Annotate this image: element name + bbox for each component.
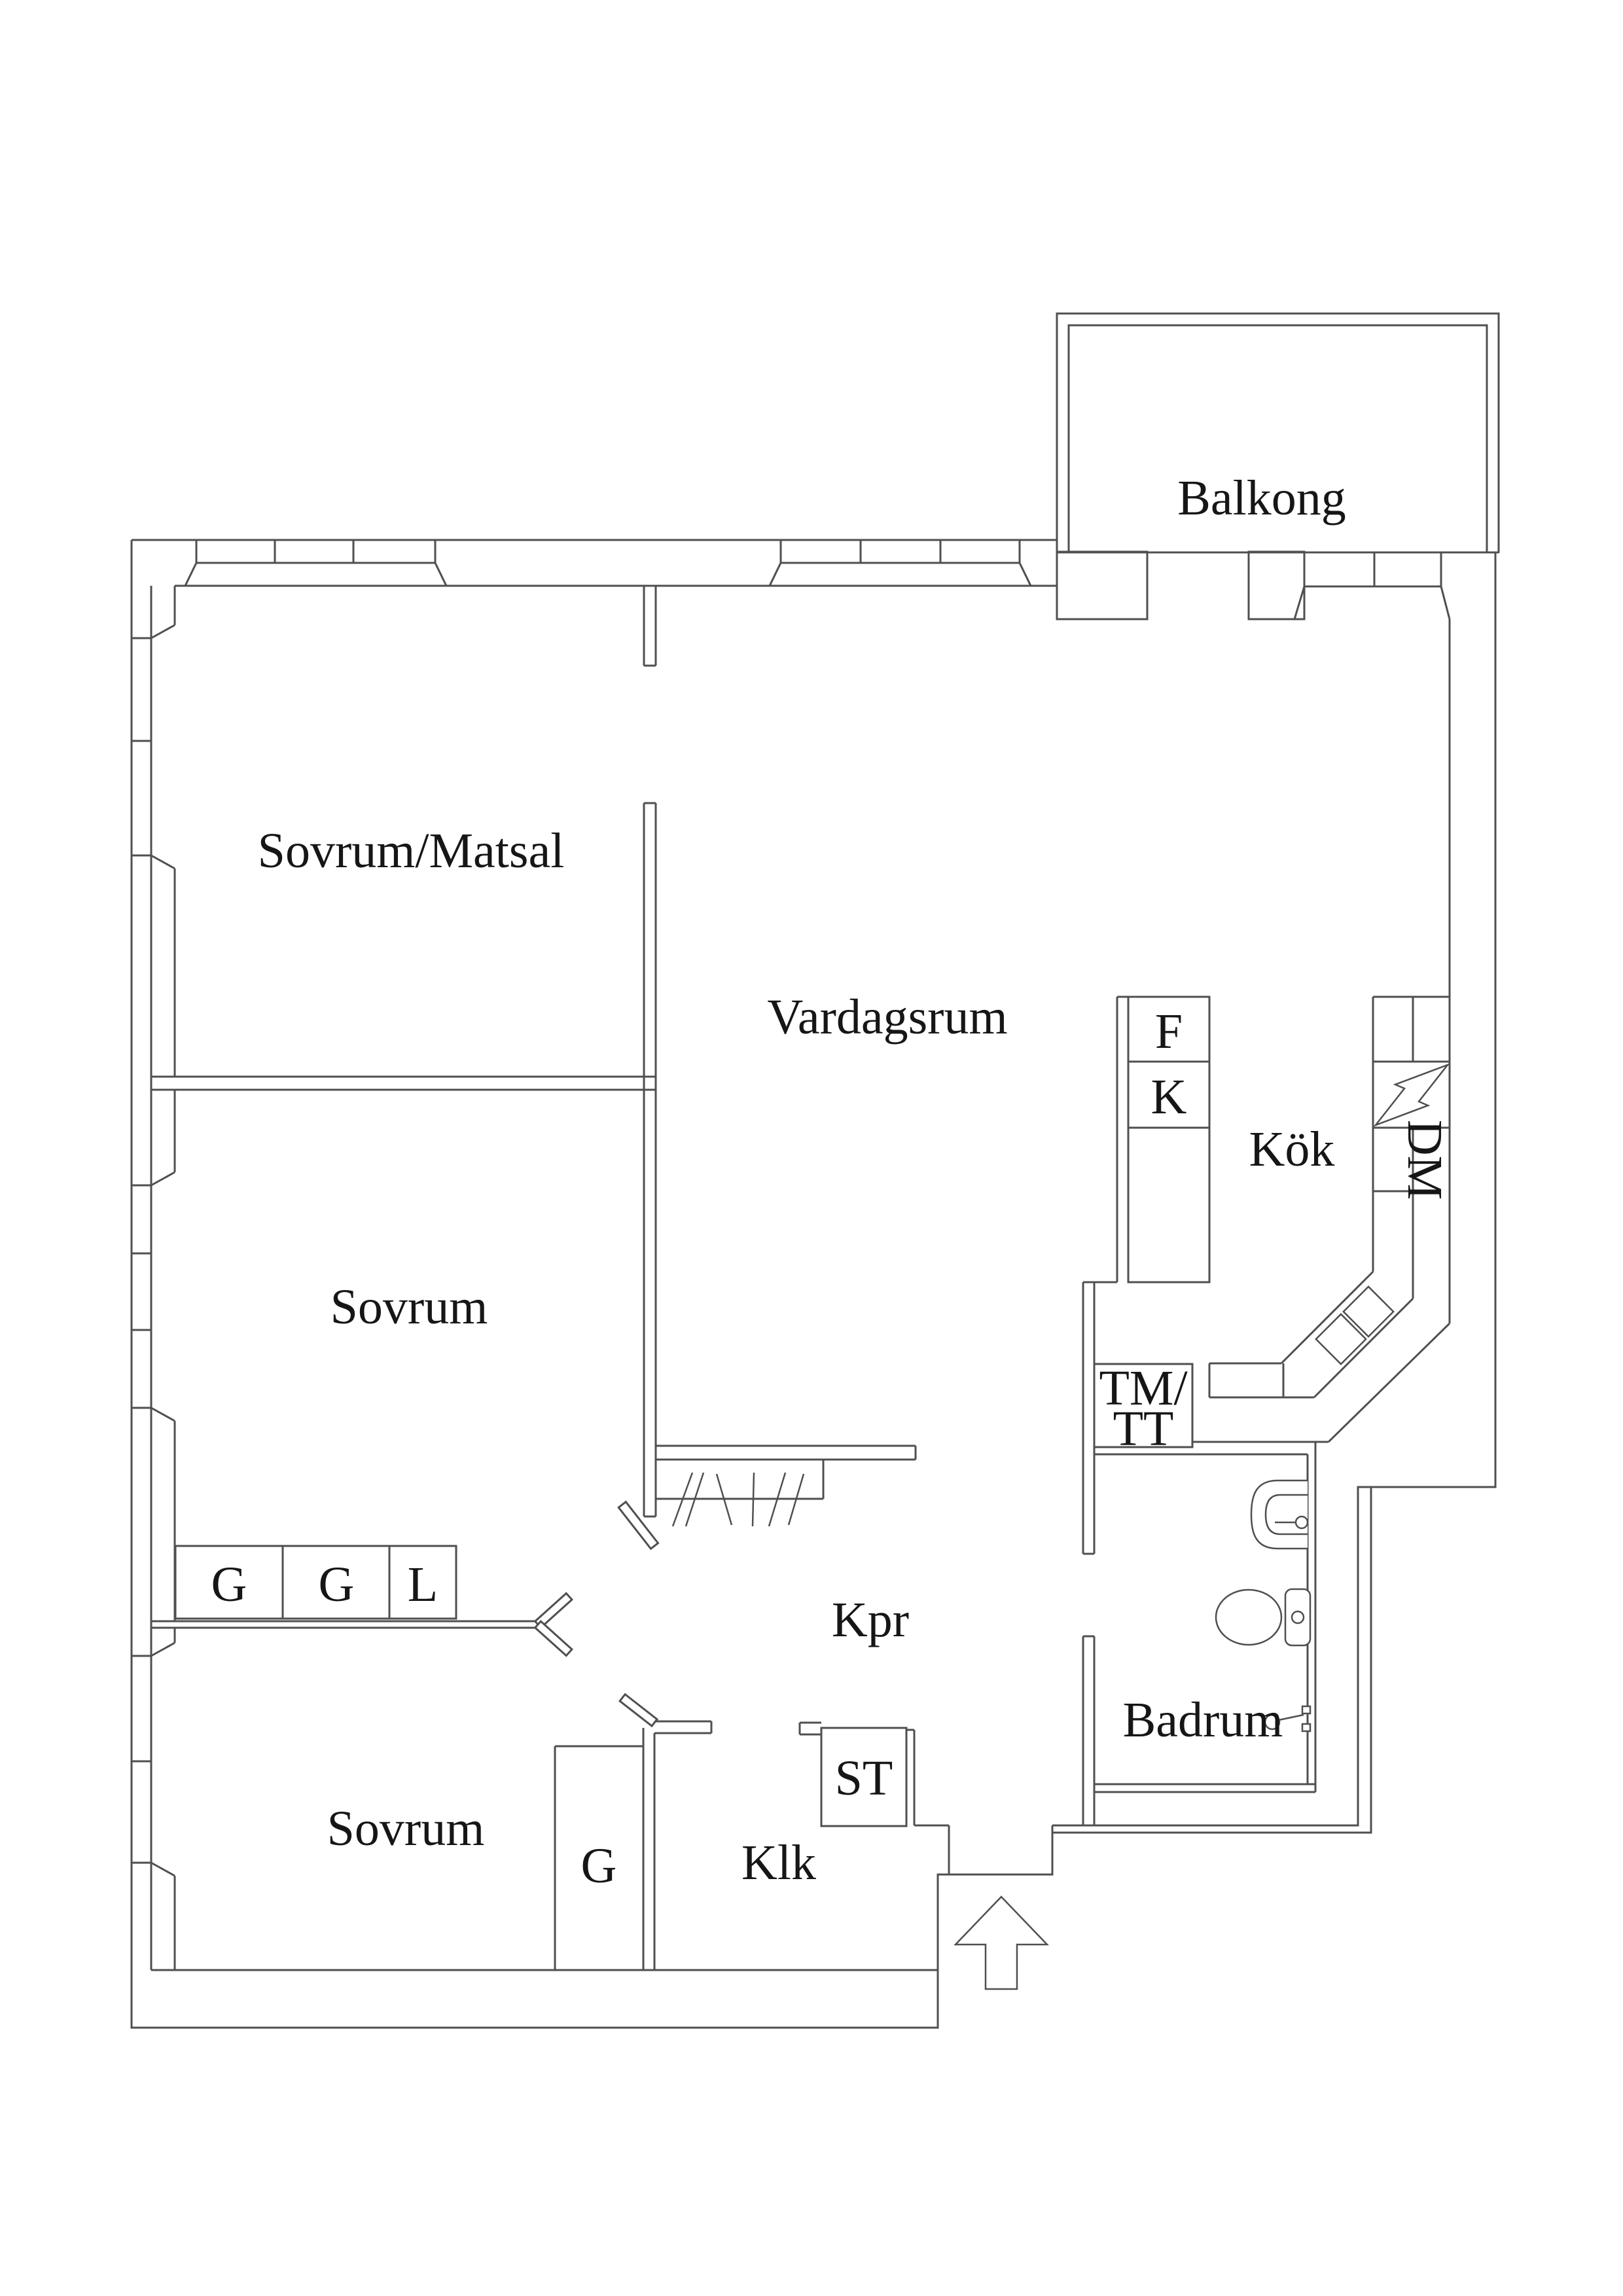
- sink-basin-icon: [1315, 1313, 1367, 1365]
- sink-basin-icon: [1342, 1285, 1395, 1338]
- entry-arrow-icon: [954, 1895, 1049, 1990]
- interior-walls: [151, 586, 1317, 1970]
- label-closet-g2: G: [319, 1557, 355, 1612]
- label-closet-l: L: [408, 1557, 438, 1612]
- shower-bracket-icon: [1301, 1723, 1311, 1732]
- washbasin-icon: [1250, 1479, 1308, 1550]
- room-label-corridor: Kpr: [832, 1592, 909, 1647]
- wardrobe-hatch-icon: [671, 1472, 805, 1527]
- toilet-bowl-icon: [1215, 1588, 1283, 1646]
- door-leaf-icon: [617, 1500, 660, 1551]
- door-leaf-icon: [533, 1620, 574, 1657]
- label-dishwasher: DM: [1397, 1120, 1452, 1200]
- door-leaf-icon: [618, 1693, 659, 1728]
- top-wall-windows: [184, 540, 1032, 586]
- label-freezer: K: [1151, 1069, 1187, 1124]
- kitchen-counter-lines: [1127, 996, 1450, 1399]
- room-label-living: Vardagsrum: [767, 990, 1007, 1045]
- room-label-kitchen: Kök: [1249, 1122, 1335, 1177]
- label-closet-g1: G: [211, 1557, 247, 1612]
- bathroom-fixtures: [1215, 1479, 1311, 1732]
- label-closet-g3: G: [581, 1839, 617, 1893]
- door-symbols: [533, 1500, 660, 1728]
- shower-handle-icon: [1264, 1713, 1281, 1731]
- kitchen-counters: [1127, 996, 1450, 1399]
- shower-hose-icon: [1278, 1713, 1304, 1721]
- label-closet-st: ST: [835, 1751, 893, 1806]
- label-laundry-line1: TM/: [1099, 1361, 1188, 1416]
- room-label-bathroom: Badrum: [1123, 1693, 1283, 1748]
- balcony: Balkong: [1056, 312, 1500, 554]
- basin-faucet-icon: [1294, 1515, 1309, 1530]
- room-label-bedroom-bottom: Sovrum: [327, 1801, 485, 1856]
- left-wall-windows: [132, 586, 176, 1970]
- room-label-bedroom-middle: Sovrum: [330, 1280, 488, 1335]
- room-label-bedroom-dining: Sovrum/Matsal: [258, 823, 565, 878]
- room-label-walk-in-closet: Klk: [741, 1835, 816, 1890]
- balcony-door-and-window: [1056, 550, 1451, 620]
- balcony-label: Balkong: [1177, 471, 1346, 526]
- stove-lightning-icon: [1373, 1063, 1450, 1127]
- label-laundry-line2: TT: [1113, 1401, 1174, 1456]
- toilet-button-icon: [1291, 1610, 1305, 1624]
- shower-bracket-icon: [1301, 1705, 1311, 1715]
- label-fridge: F: [1155, 1004, 1183, 1059]
